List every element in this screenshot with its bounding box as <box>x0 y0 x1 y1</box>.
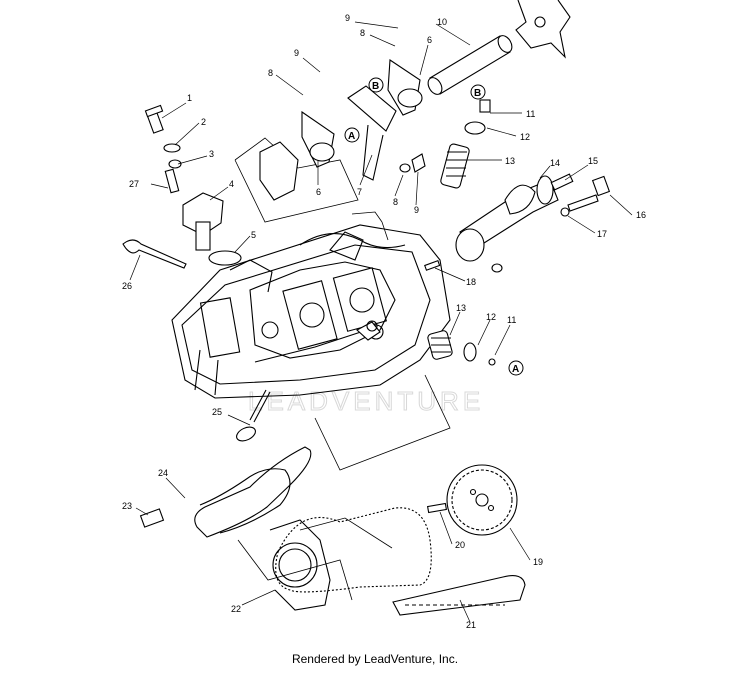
callout-1: 1 <box>187 93 192 103</box>
crank-sprocket <box>269 519 331 611</box>
callout-9: 9 <box>294 48 299 58</box>
callout-11: 11 <box>507 315 516 325</box>
callout-17: 17 <box>597 229 607 239</box>
rocker-arms <box>301 59 423 181</box>
callout-11: 11 <box>526 109 535 119</box>
callout-4: 4 <box>229 179 234 189</box>
callout-numbers: 1 2 3 4 5 9 8 9 8 6 10 27 6 7 8 9 11 12 … <box>122 13 646 630</box>
callout-25: 25 <box>212 407 222 417</box>
callout-9: 9 <box>414 205 419 215</box>
engine-cylinder-head-diagram: LEADVENTURE <box>122 0 646 630</box>
cam-sprocket <box>446 464 518 536</box>
callout-18: 18 <box>466 277 476 287</box>
callout-26: 26 <box>122 281 132 291</box>
marker-b: B <box>372 81 379 92</box>
callout-6: 6 <box>316 187 321 197</box>
callout-8: 8 <box>360 28 365 38</box>
callout-8: 8 <box>393 197 398 207</box>
valves <box>236 389 271 442</box>
callout-22: 22 <box>231 604 241 614</box>
callout-27: 27 <box>129 179 139 189</box>
valve-train-right <box>356 99 611 366</box>
callout-6: 6 <box>427 35 432 45</box>
assembly-frame-lines <box>234 137 451 601</box>
callout-10: 10 <box>437 17 447 27</box>
callout-15: 15 <box>588 156 598 166</box>
callout-23: 23 <box>122 501 132 511</box>
marker-b: B <box>474 88 481 99</box>
callout-5: 5 <box>251 230 256 240</box>
callout-16: 16 <box>636 210 646 220</box>
callout-14: 14 <box>550 158 560 168</box>
timing-components <box>139 446 526 616</box>
callout-9: 9 <box>345 13 350 23</box>
valve-cover-fragment <box>515 0 571 59</box>
callout-13: 13 <box>456 303 466 313</box>
callout-12: 12 <box>520 132 530 142</box>
marker-a: A <box>512 364 519 375</box>
callout-8: 8 <box>268 68 273 78</box>
marker-a: A <box>348 131 355 142</box>
leader-lines <box>129 21 633 623</box>
footer-credit: Rendered by LeadVenture, Inc. <box>291 652 459 666</box>
callout-19: 19 <box>533 557 543 567</box>
callout-12: 12 <box>486 312 496 322</box>
callout-20: 20 <box>455 540 465 550</box>
part-10-pushrod-tube <box>427 35 513 95</box>
callout-13: 13 <box>505 156 515 166</box>
letter-markers: A A B B <box>344 77 524 376</box>
cylinder-head <box>171 224 451 399</box>
callout-2: 2 <box>201 117 206 127</box>
callout-24: 24 <box>158 468 168 478</box>
callout-7: 7 <box>357 187 362 197</box>
callout-21: 21 <box>466 620 476 630</box>
callout-3: 3 <box>209 149 214 159</box>
upper-left-small-parts <box>122 104 299 269</box>
watermark: LEADVENTURE <box>248 386 484 416</box>
